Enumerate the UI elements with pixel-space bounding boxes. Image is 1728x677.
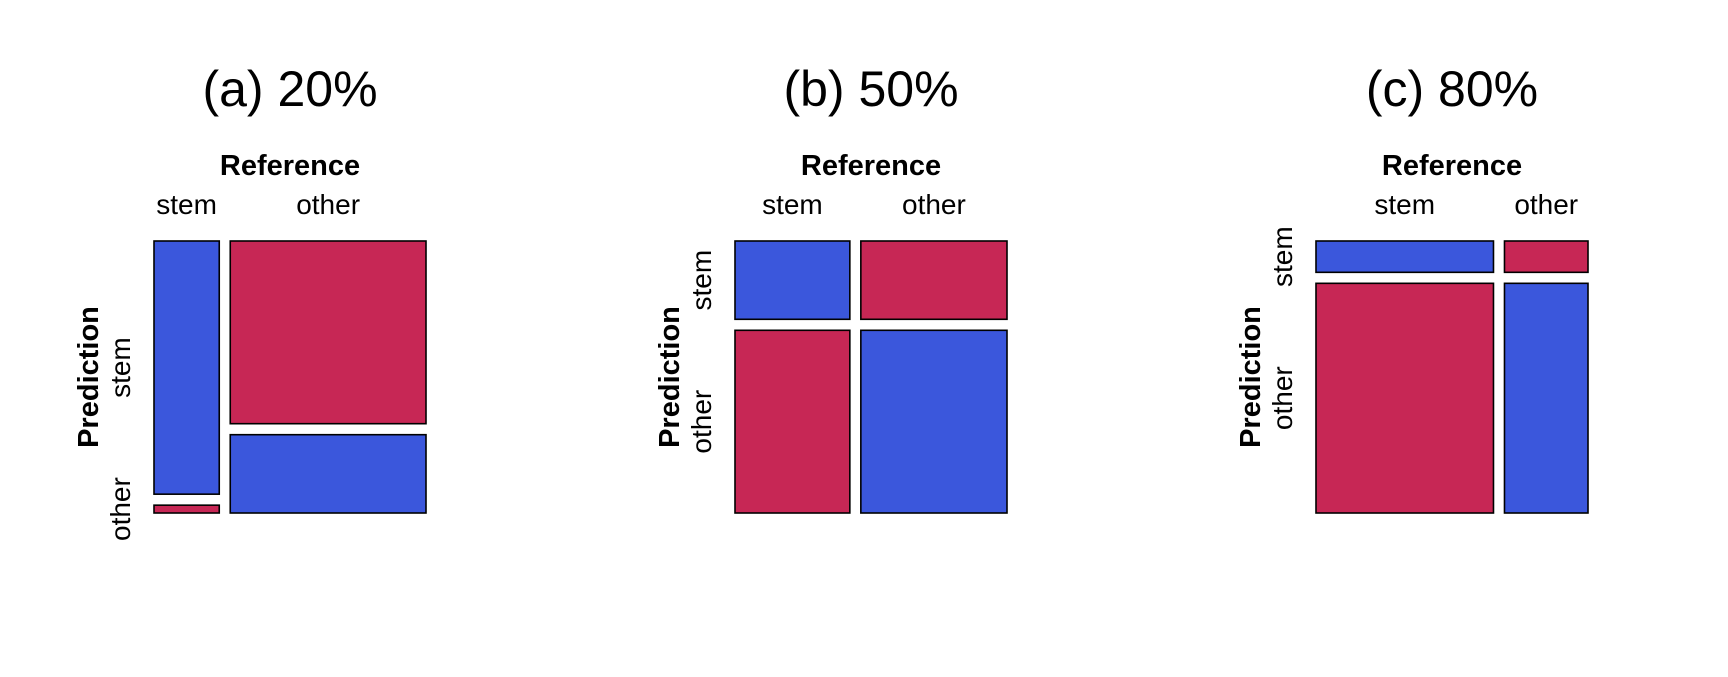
reference-axis-title: Reference [1382, 150, 1522, 182]
reference-tick-label: other [1514, 189, 1578, 220]
mosaic-tile-ref-stem-pred-stem [734, 240, 851, 321]
prediction-tick-label: stem [1267, 226, 1298, 287]
reference-axis-title: Reference [801, 150, 941, 182]
reference-tick-label: stem [762, 189, 823, 220]
prediction-tick-label: other [686, 390, 717, 454]
reference-axis-title: Reference [220, 150, 360, 182]
mosaic-tile-ref-other-pred-stem [1503, 240, 1589, 274]
prediction-tick-label: stem [105, 337, 136, 398]
prediction-axis-title: Prediction [1235, 306, 1267, 448]
reference-tick-label: other [902, 189, 966, 220]
mosaic-tile-ref-stem-pred-stem [1315, 240, 1495, 274]
mosaic-tile-ref-other-pred-stem [860, 240, 1008, 321]
prediction-tick-label: stem [686, 250, 717, 311]
prediction-tick-label: other [1267, 366, 1298, 430]
prediction-axis-title: Prediction [654, 306, 686, 448]
mosaic-tile-ref-stem-pred-other [1315, 282, 1495, 514]
panel-title: (c) 80% [1366, 61, 1538, 117]
mosaic-tile-ref-stem-pred-other [153, 504, 221, 514]
mosaic-tile-ref-other-pred-other [229, 433, 427, 514]
reference-tick-label: stem [156, 189, 217, 220]
mosaic-tile-ref-other-pred-other [1503, 282, 1589, 514]
mosaic-tile-ref-stem-pred-stem [153, 240, 221, 495]
mosaic-tile-ref-other-pred-other [860, 329, 1008, 514]
reference-tick-label: other [296, 189, 360, 220]
mosaic-tile-ref-other-pred-stem [229, 240, 427, 425]
panel-title: (a) 20% [202, 61, 377, 117]
prediction-tick-label: other [105, 477, 136, 541]
mosaic-tile-ref-stem-pred-other [734, 329, 851, 514]
reference-tick-label: stem [1374, 189, 1435, 220]
prediction-axis-title: Prediction [73, 306, 105, 448]
panel-title: (b) 50% [783, 61, 958, 117]
